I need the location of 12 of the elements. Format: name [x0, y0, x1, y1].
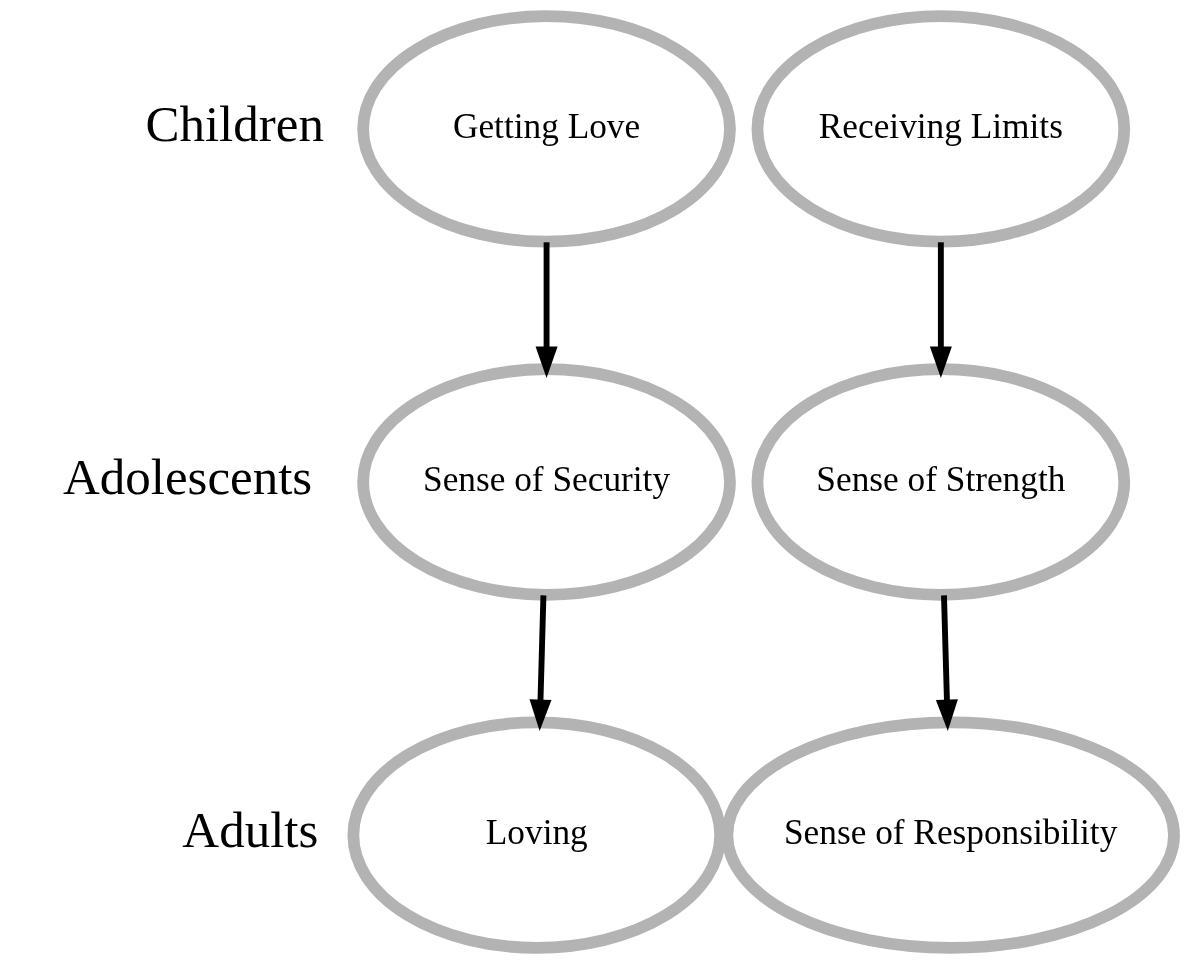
node-ellipse: Loving	[346, 716, 726, 954]
arrow	[529, 595, 551, 732]
arrow	[535, 242, 558, 378]
label: Adolescents	[62, 449, 312, 506]
node-ellipse: Getting Love	[356, 10, 736, 248]
arrow	[929, 242, 952, 378]
node-ellipse: Sense of Security	[356, 363, 736, 601]
node-ellipse: Sense of Strength	[751, 363, 1130, 601]
label: Adults	[181, 802, 318, 859]
node-ellipse: Receiving Limits	[751, 10, 1130, 248]
label: Children	[144, 96, 324, 153]
arrow	[935, 595, 958, 732]
